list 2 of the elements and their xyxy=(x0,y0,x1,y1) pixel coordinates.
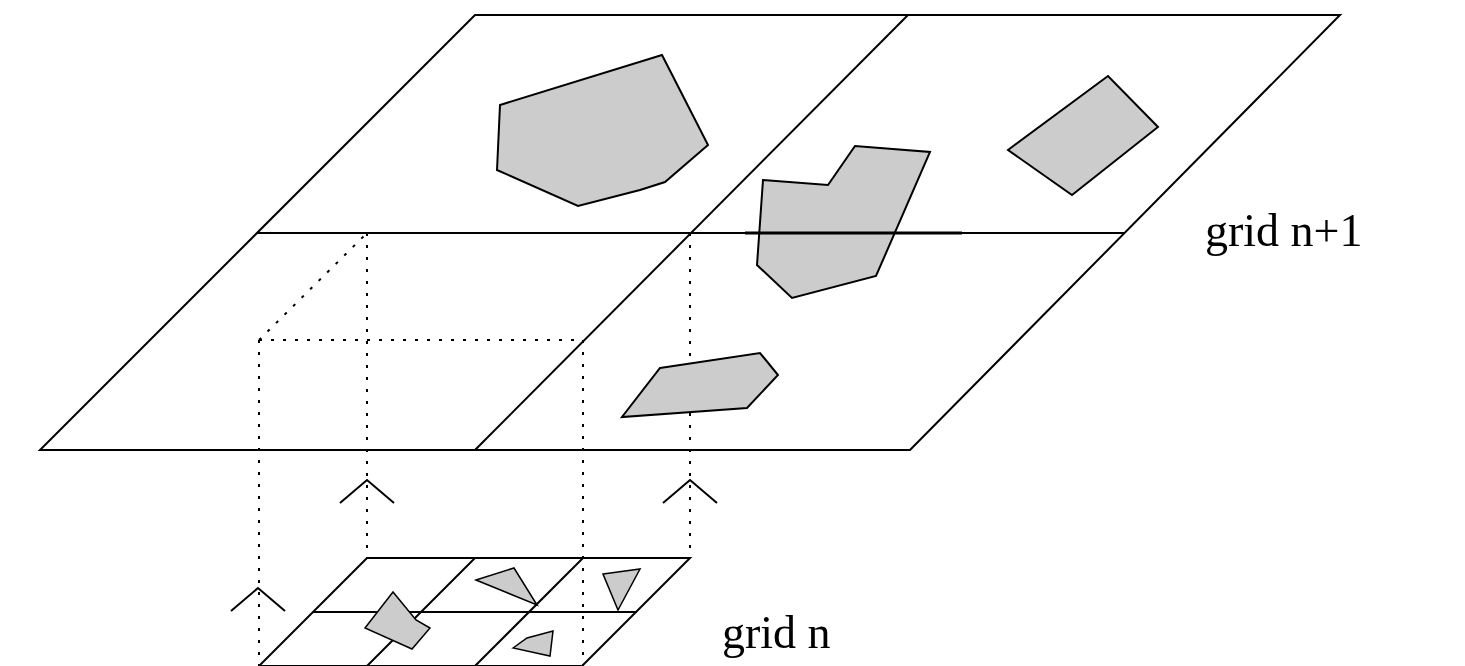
grid-label: grid n+1 xyxy=(1205,208,1363,254)
grid-label: grid n xyxy=(722,610,831,656)
